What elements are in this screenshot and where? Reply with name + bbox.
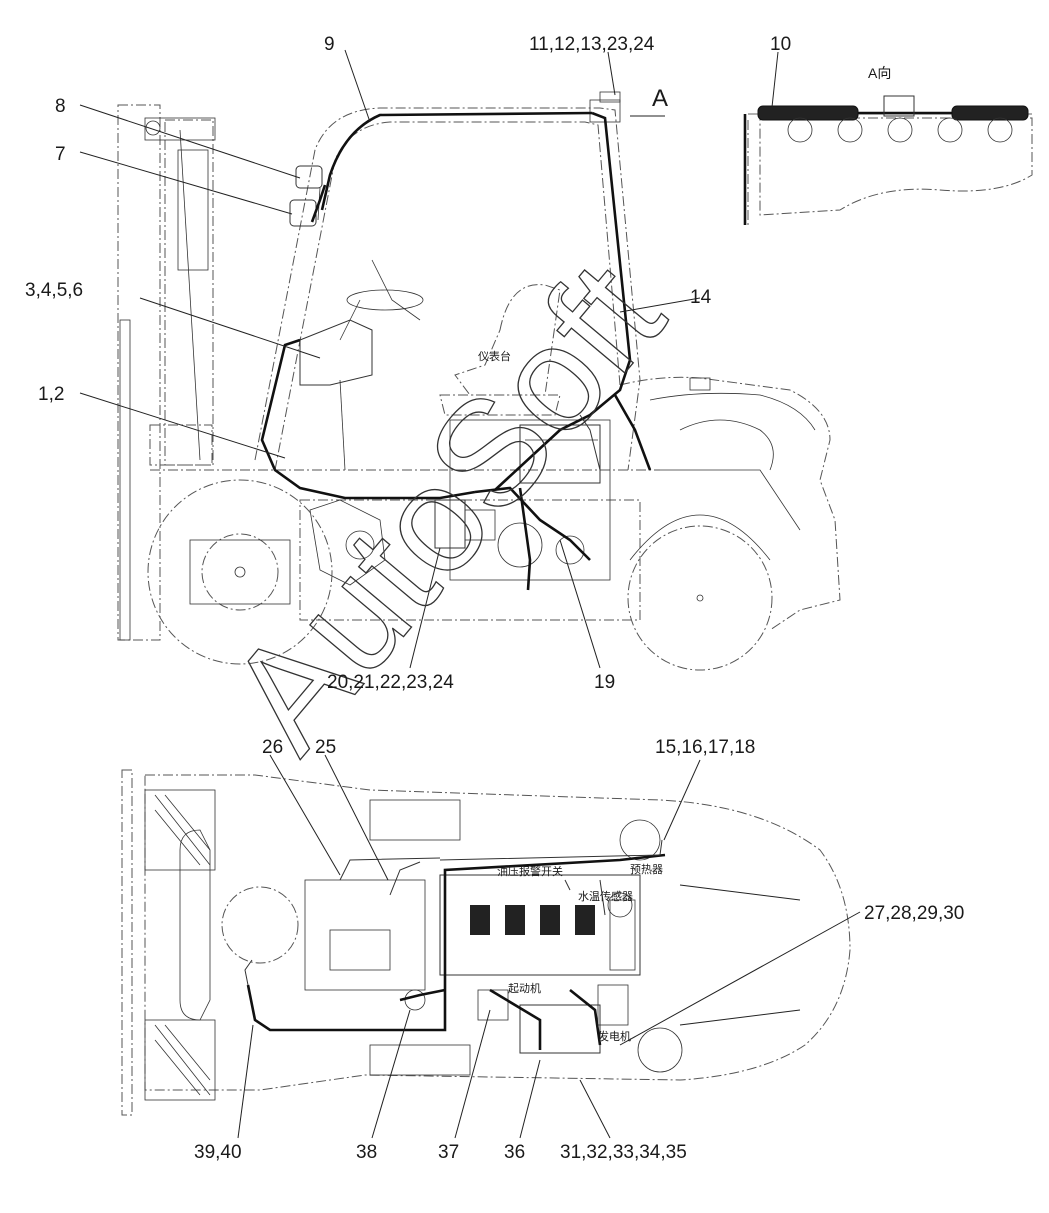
chassis-frame [150, 419, 660, 621]
callout-label: 14 [690, 287, 712, 308]
callout-label: 39,40 [194, 1142, 242, 1163]
callout-label: 38 [356, 1142, 377, 1163]
callout-label: 31,32,33,34,35 [560, 1142, 687, 1163]
callout-label: 10 [770, 34, 791, 55]
watermark: AutoSoft [196, 232, 695, 781]
callout-label: 3,4,5,6 [25, 280, 83, 301]
mirror-lamps [289, 165, 323, 227]
callout-label: 9 [324, 34, 335, 55]
steering-dashboard [299, 259, 424, 471]
wiring-harness-top [244, 839, 666, 1050]
label-preheater: 预热器 [630, 863, 663, 876]
callout-labels: 9 11,12,13,23,24 10 8 7 3,4,5,6 14 1,2 2… [25, 34, 964, 1163]
callout-label: 26 [262, 737, 283, 758]
detail-view-a [743, 51, 1033, 225]
callout-label: 25 [315, 737, 336, 758]
engine-top [304, 874, 641, 1054]
callout-label: 1,2 [38, 384, 64, 405]
label-oil-pressure-switch: 油压报警开关 [497, 864, 563, 878]
label-alternator: 发电机 [598, 1029, 631, 1043]
seat [439, 284, 561, 416]
top-outline [121, 769, 851, 1116]
callout-label: 27,28,29,30 [864, 903, 964, 924]
label-dashboard: 仪表台 [478, 349, 511, 363]
top-leaders [237, 754, 861, 1139]
side-leaders [79, 49, 701, 669]
label-water-temp-sensor: 水温传感器 [578, 890, 633, 903]
mast [117, 104, 216, 641]
callout-label: 15,16,17,18 [655, 737, 755, 758]
wiring-harness-side [260, 111, 652, 591]
counterweight [619, 376, 841, 631]
view-a-caption: A向 [868, 65, 891, 81]
callout-label: 8 [55, 96, 66, 117]
callout-label: 19 [594, 672, 615, 693]
side-view [79, 49, 841, 671]
front-wheel [147, 479, 333, 665]
component-labels: 油压报警开关 水温传感器 预热器 起动机 发电机 仪表台 [478, 349, 663, 1043]
rear-wheel [627, 514, 773, 671]
callout-label: 36 [504, 1142, 525, 1163]
callout-label: 11,12,13,23,24 [529, 34, 655, 55]
view-labels: A A向 [652, 65, 891, 112]
top-view [121, 754, 861, 1139]
callout-label: 37 [438, 1142, 459, 1163]
label-starter: 起动机 [508, 981, 541, 995]
view-label-a: A [652, 85, 668, 112]
callout-label: 20,21,22,23,24 [327, 672, 454, 693]
callout-label: 7 [55, 144, 66, 165]
